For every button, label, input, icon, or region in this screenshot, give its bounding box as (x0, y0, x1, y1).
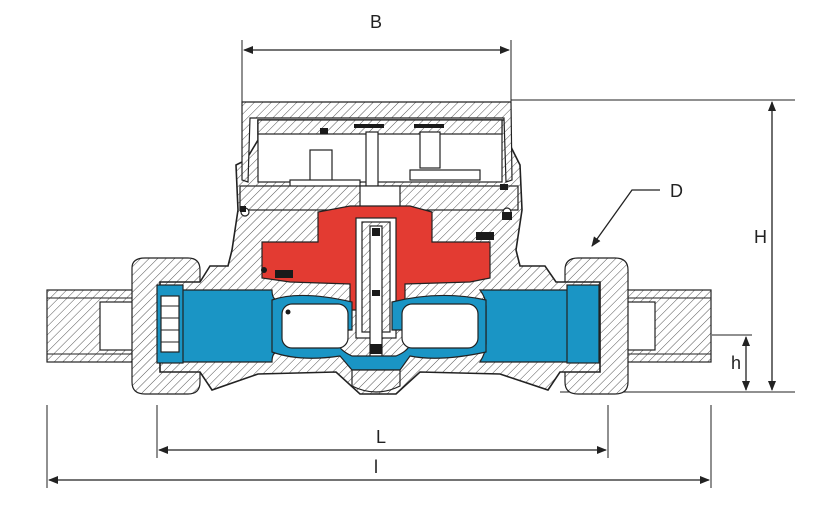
dimension-d-leader (591, 189, 660, 247)
meter-body (46, 101, 712, 395)
impeller-window-right (401, 303, 479, 349)
label-l-upper: L (376, 427, 386, 447)
register-gears (257, 119, 503, 204)
dimension-lines (46, 40, 795, 488)
impeller-window-left (281, 303, 349, 349)
seal-left (275, 270, 293, 278)
seal-right (476, 232, 494, 240)
label-d: D (670, 181, 683, 201)
top-cover (241, 101, 513, 183)
dimension-labels: B D H h L l (370, 12, 767, 477)
label-b: B (370, 12, 382, 32)
outlet-connector (566, 284, 600, 364)
label-l-lower: l (374, 457, 378, 477)
label-h-upper: H (754, 227, 767, 247)
label-h-lower: h (731, 353, 741, 373)
